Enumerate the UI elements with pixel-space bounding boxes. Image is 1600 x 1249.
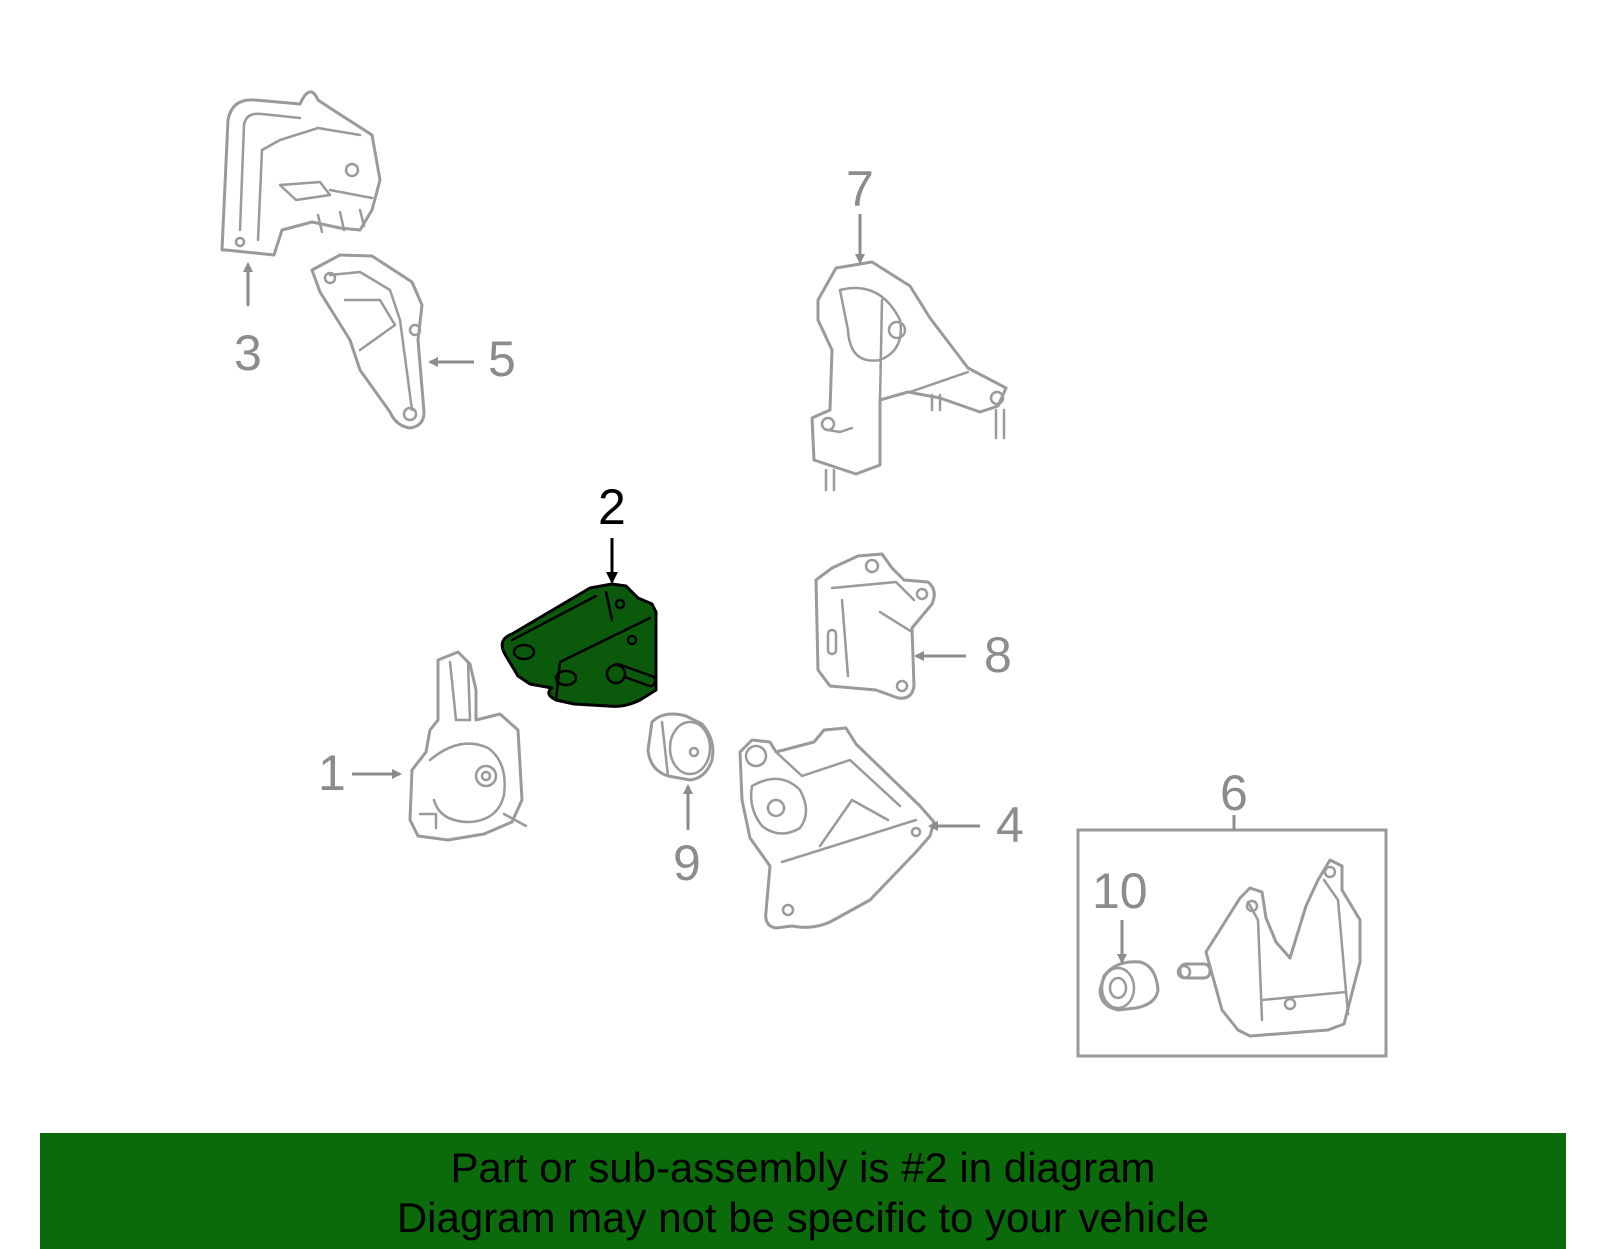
callout-5[interactable]: 5 [488, 331, 516, 387]
callout-10[interactable]: 10 [1092, 863, 1148, 919]
callout-8[interactable]: 8 [984, 627, 1012, 683]
callout-3[interactable]: 3 [234, 325, 262, 381]
callout-9[interactable]: 9 [673, 835, 701, 891]
part-7-engine-mount[interactable] [810, 260, 1008, 492]
part-2-bracket-highlighted[interactable] [500, 582, 658, 708]
callout-4[interactable]: 4 [996, 797, 1024, 853]
part-1-engine-mount[interactable] [408, 650, 528, 842]
part-4-engine-mount[interactable] [738, 726, 936, 930]
callout-2[interactable]: 2 [598, 479, 626, 535]
callout-7[interactable]: 7 [846, 161, 874, 217]
part-3-engine-mount[interactable] [220, 90, 382, 257]
info-banner: Part or sub-assembly is #2 in diagram Di… [40, 1133, 1566, 1249]
callout-6[interactable]: 6 [1220, 765, 1248, 821]
part-9-bushing[interactable] [646, 712, 715, 782]
part-6-kit[interactable] [1076, 828, 1388, 1058]
part-5-bracket[interactable] [310, 253, 426, 430]
part-8-bracket[interactable] [814, 552, 936, 700]
banner-line-1: Part or sub-assembly is #2 in diagram [450, 1144, 1156, 1191]
banner-line-2: Diagram may not be specific to your vehi… [396, 1194, 1210, 1241]
callout-1[interactable]: 1 [318, 745, 346, 801]
part-10-bushing[interactable] [1098, 960, 1160, 1012]
